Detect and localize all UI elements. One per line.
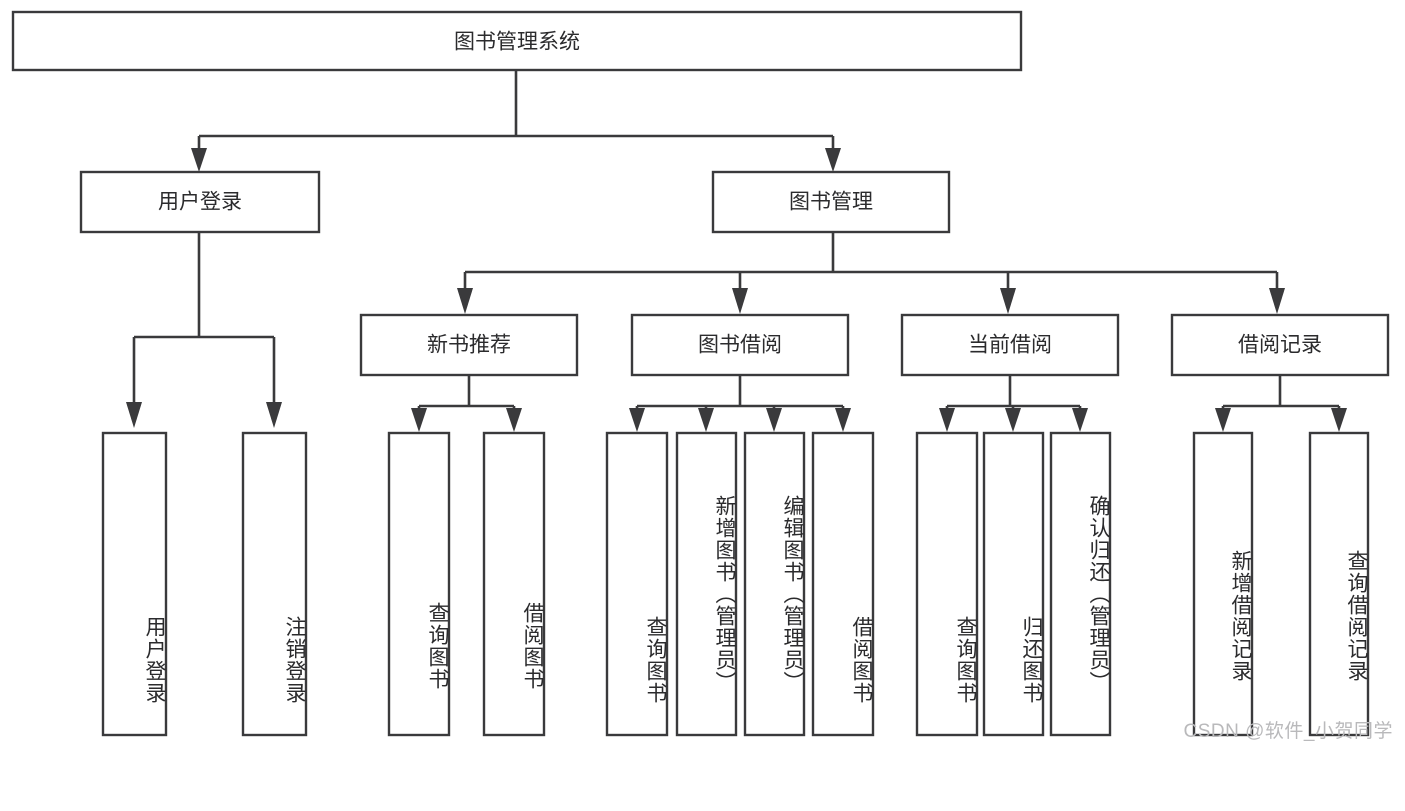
node-box-borrow-record[interactable] (1170, 313, 1390, 377)
node-layer: 图书管理系统 用户登录 图书管理 新书推荐 图书借阅 当前借阅 借阅记录 (11, 10, 1390, 737)
arrow-head-recommend-query-book (411, 408, 427, 432)
arrow-head-user-login (191, 148, 207, 172)
node-box-new-book-recommend[interactable] (359, 313, 579, 377)
node-label-current-borrow: 当前借阅 (968, 334, 1052, 357)
arrow-head-book-borrow (732, 288, 748, 314)
diagram-canvas: 图书管理系统 用户登录 图书管理 新书推荐 图书借阅 当前借阅 借阅记录 (11, 10, 1390, 737)
node-box-recommend-borrow-book[interactable] (482, 431, 546, 737)
arrow-head-record-query (1331, 408, 1347, 432)
node-box-borrow-query-book[interactable] (605, 431, 669, 737)
node-label-new-book-recommend: 新书推荐 (427, 334, 511, 357)
node-label-book-manage: 图书管理 (789, 191, 873, 214)
arrow-head-book-manage (825, 148, 841, 172)
node-box-borrow-add-book[interactable] (675, 431, 738, 737)
node-box-current-query-book[interactable] (915, 431, 979, 737)
node-label-user-login: 用户登录 (158, 191, 242, 214)
arrow-head-user-login-do (126, 402, 142, 428)
node-box-current-confirm-return[interactable] (1049, 431, 1112, 737)
arrow-head-recommend-borrow-book (506, 408, 522, 432)
node-label-book-borrow: 图书借阅 (698, 334, 782, 357)
arrow-head-record-add (1215, 408, 1231, 432)
node-box-record-query[interactable] (1308, 431, 1370, 737)
watermark-text: CSDN @软件_小贺同学 (1183, 721, 1393, 742)
node-box-user-logout[interactable] (241, 431, 308, 737)
node-box-book-borrow[interactable] (630, 313, 850, 377)
connector-layer (126, 70, 1347, 432)
arrow-head-user-logout (266, 402, 282, 428)
diagram-root: 图书管理系统 用户登录 图书管理 新书推荐 图书借阅 当前借阅 借阅记录 (11, 10, 1393, 742)
node-label-root: 图书管理系统 (454, 31, 580, 54)
arrow-head-current-query-book (939, 408, 955, 432)
arrow-head-borrow-record (1269, 288, 1285, 314)
arrow-head-current-borrow (1000, 288, 1016, 314)
node-box-root[interactable] (11, 10, 1023, 72)
node-box-user-login-do[interactable] (101, 431, 168, 737)
node-label-borrow-record: 借阅记录 (1238, 334, 1322, 357)
node-box-record-add[interactable] (1192, 431, 1254, 737)
node-box-book-manage[interactable] (711, 170, 951, 234)
arrow-head-borrow-borrow-book (835, 408, 851, 432)
arrow-head-new-book-recommend (457, 288, 473, 314)
arrow-head-current-return-book (1005, 408, 1021, 432)
arrow-head-borrow-add-book (698, 408, 714, 432)
node-box-user-login[interactable] (79, 170, 321, 234)
node-box-borrow-borrow-book[interactable] (811, 431, 875, 737)
arrow-head-borrow-query-book (629, 408, 645, 432)
arrow-head-current-confirm-return (1072, 408, 1088, 432)
node-box-current-return-book[interactable] (982, 431, 1045, 737)
arrow-head-borrow-edit-book (766, 408, 782, 432)
node-box-borrow-edit-book[interactable] (743, 431, 806, 737)
node-box-current-borrow[interactable] (900, 313, 1120, 377)
node-box-recommend-query-book[interactable] (387, 431, 451, 737)
